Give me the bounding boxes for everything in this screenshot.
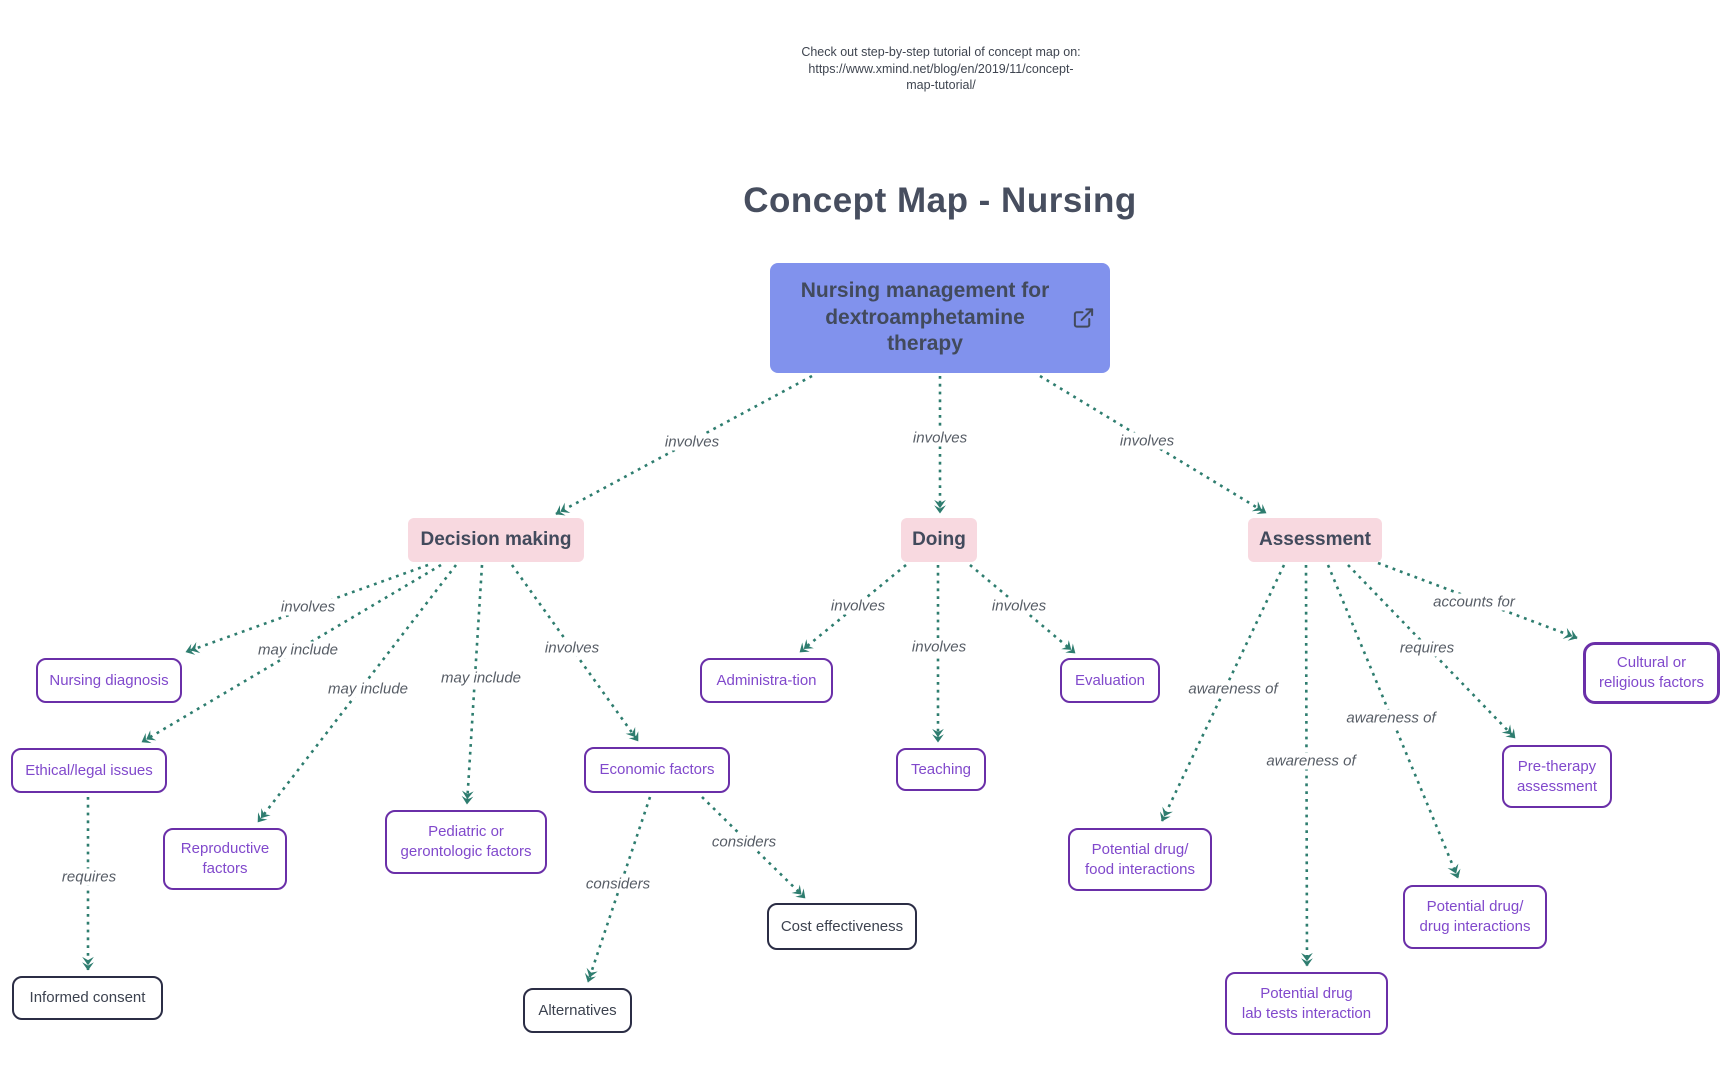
edge-label-0: involves bbox=[660, 433, 724, 451]
edge-label-1: involves bbox=[908, 429, 972, 447]
edge-label-8: requires bbox=[57, 868, 121, 886]
node-economic-factors[interactable]: Economic factors bbox=[584, 747, 730, 793]
node-alternatives[interactable]: Alternatives bbox=[523, 988, 632, 1033]
node-potential-drug-drug-interactions[interactable]: Potential drug/ drug interactions bbox=[1403, 885, 1547, 949]
edge-label-5: may include bbox=[323, 680, 413, 698]
node-label-nursing-diagnosis: Nursing diagnosis bbox=[49, 671, 169, 689]
node-label-potential-drug-drug-interactions: Potential drug/ drug interactions bbox=[1419, 898, 1531, 935]
node-reproductive-factors[interactable]: Reproductive factors bbox=[163, 828, 287, 890]
edge-label-9: considers bbox=[581, 875, 655, 893]
edge-label-10: considers bbox=[707, 833, 781, 851]
node-label-decision-making: Decision making bbox=[420, 529, 572, 550]
node-label-doing: Doing bbox=[912, 529, 966, 550]
edge-label-2: involves bbox=[1115, 432, 1179, 450]
node-doing[interactable]: Doing bbox=[901, 518, 977, 562]
node-ethical-legal-issues[interactable]: Ethical/legal issues bbox=[11, 748, 167, 793]
node-label-cultural-religious-factors: Cultural or religious factors bbox=[1598, 654, 1705, 691]
node-label-cost-effectiveness: Cost effectiveness bbox=[780, 917, 904, 935]
edge-label-17: requires bbox=[1395, 639, 1459, 657]
edge-label-13: involves bbox=[987, 597, 1051, 615]
connector-0 bbox=[555, 374, 813, 516]
node-nursing-diagnosis[interactable]: Nursing diagnosis bbox=[36, 658, 182, 703]
node-evaluation[interactable]: Evaluation bbox=[1060, 658, 1160, 703]
edge-label-14: awareness of bbox=[1184, 680, 1282, 698]
node-label-alternatives: Alternatives bbox=[538, 1001, 617, 1019]
node-label-economic-factors: Economic factors bbox=[599, 761, 715, 779]
node-label-reproductive-factors: Reproductive factors bbox=[180, 840, 270, 877]
node-pediatric-gerontologic-factors[interactable]: Pediatric or gerontologic factors bbox=[385, 810, 547, 874]
node-label-teaching: Teaching bbox=[910, 760, 972, 778]
node-label-informed-consent: Informed consent bbox=[29, 989, 146, 1007]
node-label-assessment: Assessment bbox=[1259, 529, 1371, 550]
edge-label-15: awareness of bbox=[1262, 752, 1360, 770]
node-root[interactable]: Nursing management for dextroamphetamine… bbox=[770, 263, 1110, 373]
node-informed-consent[interactable]: Informed consent bbox=[12, 976, 163, 1020]
node-label-pre-therapy-assessment: Pre-therapy assessment bbox=[1516, 757, 1598, 795]
edge-label-16: awareness of bbox=[1342, 709, 1440, 727]
edge-label-3: involves bbox=[276, 598, 340, 616]
node-administration[interactable]: Administra-tion bbox=[700, 658, 833, 703]
node-pre-therapy-assessment[interactable]: Pre-therapy assessment bbox=[1502, 745, 1612, 808]
edge-label-11: involves bbox=[826, 597, 890, 615]
node-label-pediatric-gerontologic-factors: Pediatric or gerontologic factors bbox=[400, 823, 532, 860]
connector-2 bbox=[1039, 374, 1267, 515]
edge-label-6: may include bbox=[436, 669, 526, 687]
node-label-potential-drug-food-interactions: Potential drug/ food interactions bbox=[1084, 840, 1196, 878]
node-teaching[interactable]: Teaching bbox=[896, 748, 986, 791]
node-label-potential-drug-lab-tests-interaction: Potential drug lab tests interaction bbox=[1241, 984, 1372, 1022]
edge-label-18: accounts for bbox=[1429, 593, 1519, 611]
external-link-icon[interactable] bbox=[1072, 307, 1095, 330]
connector-9 bbox=[584, 796, 652, 983]
edge-label-4: may include bbox=[253, 641, 343, 659]
connector-7 bbox=[510, 564, 640, 742]
tutorial-note: Check out step-by-step tutorial of conce… bbox=[801, 45, 1081, 92]
node-cultural-religious-factors[interactable]: Cultural or religious factors bbox=[1583, 642, 1720, 704]
connector-17 bbox=[1347, 564, 1516, 739]
connector-16 bbox=[1326, 564, 1461, 879]
edge-label-12: involves bbox=[907, 638, 971, 656]
node-label-root: Nursing management for dextroamphetamine… bbox=[800, 279, 1050, 356]
page-title: Concept Map - Nursing bbox=[743, 181, 1137, 220]
node-label-ethical-legal-issues: Ethical/legal issues bbox=[25, 761, 153, 779]
edge-label-7: involves bbox=[540, 639, 604, 657]
node-potential-drug-food-interactions[interactable]: Potential drug/ food interactions bbox=[1068, 828, 1212, 891]
node-assessment[interactable]: Assessment bbox=[1248, 518, 1382, 562]
node-decision-making[interactable]: Decision making bbox=[408, 518, 584, 562]
node-potential-drug-lab-tests-interaction[interactable]: Potential drug lab tests interaction bbox=[1225, 972, 1388, 1035]
node-label-administration: Administra-tion bbox=[716, 671, 817, 689]
node-label-evaluation: Evaluation bbox=[1074, 671, 1146, 689]
node-cost-effectiveness[interactable]: Cost effectiveness bbox=[767, 903, 917, 950]
